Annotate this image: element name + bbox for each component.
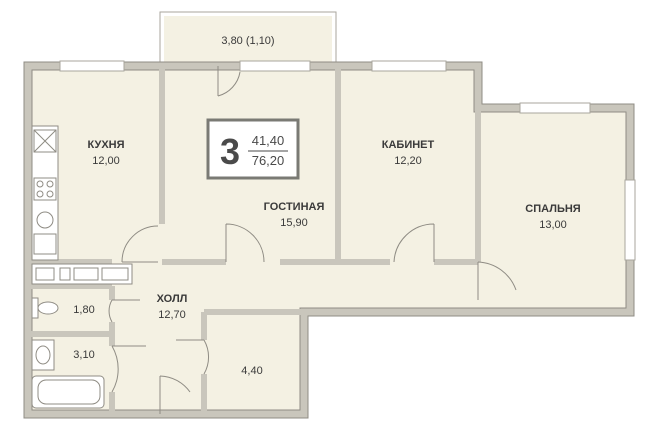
living-area: 15,90: [280, 217, 308, 229]
door-entrance: [159, 375, 191, 414]
bedroom-area: 13,00: [539, 219, 567, 231]
hall-area: 12,70: [158, 309, 186, 321]
door-bedroom: [477, 261, 517, 300]
kitchen-cabinet-c: [73, 267, 99, 281]
total-area-value: 76,20: [252, 153, 285, 168]
bathroom-fixtures: [31, 297, 105, 409]
burner-4: [46, 190, 54, 198]
office-area: 12,20: [394, 155, 422, 167]
window-living: [239, 60, 311, 72]
storage-area: 4,40: [241, 365, 262, 377]
bath-area: 3,10: [73, 349, 94, 361]
inner-wall-edge: [31, 69, 627, 411]
kitchen-cabinet-a: [35, 267, 55, 281]
room-fills: [28, 14, 630, 414]
door-storage: [176, 339, 210, 375]
interior-walls: [28, 66, 481, 414]
kitchen-cabinet-d: [101, 267, 129, 281]
door-office: [393, 223, 435, 263]
rooms-count: 3: [220, 131, 240, 172]
door-balcony: [217, 66, 241, 97]
hall-lower-floor: [112, 300, 204, 414]
wc-area: 1,80: [73, 304, 94, 316]
window-bedroom-top: [519, 102, 591, 114]
office-name: КАБИНЕТ: [382, 139, 435, 151]
storage-floor: [204, 314, 304, 414]
balcony-area: 3,80 (1,10): [221, 35, 274, 47]
kitchen-name: КУХНЯ: [87, 139, 124, 151]
door-kitchen: [121, 225, 159, 263]
badge-frame: [206, 118, 300, 180]
balcony-inner: [164, 16, 332, 64]
burner-2: [46, 180, 54, 188]
living-area-value: 41,40: [252, 133, 285, 148]
door-bath: [111, 345, 146, 393]
window-office: [371, 60, 447, 72]
door-living: [225, 223, 265, 263]
burner-1: [36, 180, 44, 188]
bath-sink-icon: [35, 345, 51, 365]
toilet-icon: [37, 301, 59, 315]
stove-icon: [33, 177, 57, 201]
bedroom-floor: [478, 108, 630, 310]
hall-name: ХОЛЛ: [157, 293, 188, 305]
bathtub-inner: [37, 379, 101, 405]
sink-icon: [33, 233, 57, 255]
labels: 3,80 (1,10) КУХНЯ 12,00 ГОСТИНАЯ 15,90 К…: [73, 35, 581, 377]
window-bedroom: [624, 179, 636, 261]
kitchen-area: 12,00: [92, 155, 120, 167]
office-floor: [338, 66, 478, 262]
burner-3: [36, 190, 44, 198]
outer-wall-edge: [23, 61, 635, 419]
kitchen-cabinet-b: [59, 267, 71, 281]
living-name: ГОСТИНАЯ: [264, 201, 325, 213]
kitchen-fixtures: [31, 125, 133, 285]
window-kitchen: [59, 60, 125, 72]
washer-icon: [36, 211, 54, 229]
windows: [59, 60, 636, 261]
bedroom-name: СПАЛЬНЯ: [525, 203, 580, 215]
door-wc: [108, 299, 140, 323]
doors: [108, 66, 517, 414]
apartment-badge: 3 41,40 76,20: [206, 118, 300, 180]
fridge-cross: [33, 129, 57, 153]
toilet-tank: [31, 297, 39, 319]
